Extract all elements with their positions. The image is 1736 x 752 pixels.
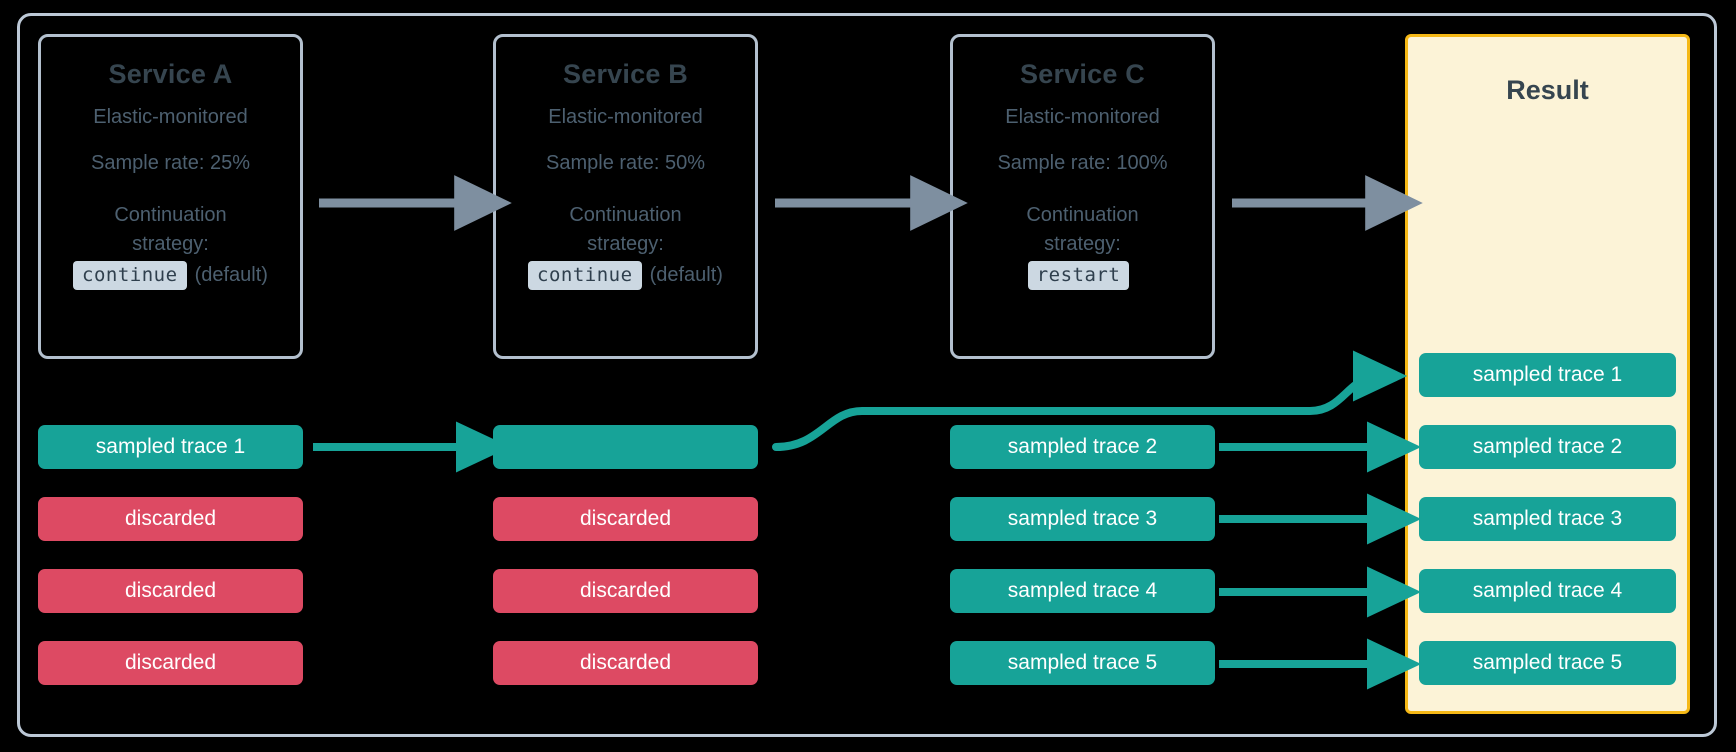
service-a-title: Service A bbox=[108, 59, 233, 89]
service-a-strategy-line1: Continuation bbox=[114, 204, 227, 226]
result-trace-bar: sampled trace 1 bbox=[1419, 353, 1676, 397]
result-trace-bar: sampled trace 5 bbox=[1419, 641, 1676, 685]
service-a-strategy-row: continue (default) bbox=[73, 261, 268, 290]
service-b-trace-label: discarded bbox=[579, 579, 672, 602]
result-trace-label: sampled trace 3 bbox=[1472, 507, 1623, 530]
service-a-trace-label: sampled trace 1 bbox=[95, 435, 246, 458]
service-c-subtitle: Elastic-monitored bbox=[1005, 106, 1160, 128]
result-trace-label: sampled trace 5 bbox=[1472, 651, 1623, 674]
service-b-trace-bar bbox=[493, 425, 758, 469]
service-b-trace-bar: discarded bbox=[493, 641, 758, 685]
result-trace-bar: sampled trace 2 bbox=[1419, 425, 1676, 469]
service-c-strategy-row: restart bbox=[1027, 261, 1138, 290]
result-title: Result bbox=[1506, 75, 1589, 105]
result-trace-bar: sampled trace 3 bbox=[1419, 497, 1676, 541]
service-c-sample-rate: Sample rate: 100% bbox=[997, 152, 1168, 174]
service-b-strategy-line1: Continuation bbox=[569, 204, 682, 226]
service-card-b: Service B Elastic-monitored Sample rate:… bbox=[493, 34, 758, 359]
service-c-trace-label: sampled trace 4 bbox=[1007, 579, 1158, 602]
service-c-trace-label: sampled trace 2 bbox=[1007, 435, 1158, 458]
service-a-trace-bar: discarded bbox=[38, 641, 303, 685]
service-c-trace-bar: sampled trace 5 bbox=[950, 641, 1215, 685]
service-b-subtitle: Elastic-monitored bbox=[548, 106, 703, 128]
result-trace-bar: sampled trace 4 bbox=[1419, 569, 1676, 613]
service-a-strategy-label: Continuation strategy: bbox=[114, 201, 226, 259]
service-a-trace-label: discarded bbox=[124, 579, 217, 602]
service-a-trace-label: discarded bbox=[124, 507, 217, 530]
service-b-strategy-row: continue (default) bbox=[528, 261, 723, 290]
service-b-title: Service B bbox=[563, 59, 688, 89]
service-b-strategy-note: (default) bbox=[649, 264, 723, 286]
service-c-strategy-line1: Continuation bbox=[1026, 204, 1139, 226]
service-a-trace-bar: discarded bbox=[38, 569, 303, 613]
service-c-trace-bar: sampled trace 3 bbox=[950, 497, 1215, 541]
service-b-trace-bar: discarded bbox=[493, 497, 758, 541]
service-card-c: Service C Elastic-monitored Sample rate:… bbox=[950, 34, 1215, 359]
service-a-trace-bar: sampled trace 1 bbox=[38, 425, 303, 469]
service-c-trace-bar: sampled trace 2 bbox=[950, 425, 1215, 469]
service-a-strategy-value: continue bbox=[73, 261, 187, 290]
service-b-strategy-line2: strategy: bbox=[587, 233, 664, 255]
service-c-strategy-value: restart bbox=[1027, 261, 1130, 290]
result-trace-label: sampled trace 2 bbox=[1472, 435, 1623, 458]
service-b-trace-bar: discarded bbox=[493, 569, 758, 613]
service-c-trace-label: sampled trace 5 bbox=[1007, 651, 1158, 674]
result-trace-label: sampled trace 4 bbox=[1472, 579, 1623, 602]
diagram-outer-frame bbox=[17, 13, 1717, 737]
service-b-strategy-label: Continuation strategy: bbox=[569, 201, 681, 259]
service-a-strategy-note: (default) bbox=[194, 264, 268, 286]
service-c-strategy-line2: strategy: bbox=[1044, 233, 1121, 255]
service-a-strategy-line2: strategy: bbox=[132, 233, 209, 255]
service-c-strategy-label: Continuation strategy: bbox=[1026, 201, 1138, 259]
service-a-trace-bar: discarded bbox=[38, 497, 303, 541]
service-a-trace-label: discarded bbox=[124, 651, 217, 674]
service-b-strategy-value: continue bbox=[528, 261, 642, 290]
service-b-trace-label: discarded bbox=[579, 651, 672, 674]
service-c-trace-label: sampled trace 3 bbox=[1007, 507, 1158, 530]
service-a-subtitle: Elastic-monitored bbox=[93, 106, 248, 128]
service-c-trace-bar: sampled trace 4 bbox=[950, 569, 1215, 613]
service-card-a: Service A Elastic-monitored Sample rate:… bbox=[38, 34, 303, 359]
service-b-trace-label: discarded bbox=[579, 507, 672, 530]
service-b-sample-rate: Sample rate: 50% bbox=[546, 152, 705, 174]
service-c-title: Service C bbox=[1020, 59, 1145, 89]
result-trace-label: sampled trace 1 bbox=[1472, 363, 1623, 386]
service-a-sample-rate: Sample rate: 25% bbox=[91, 152, 250, 174]
